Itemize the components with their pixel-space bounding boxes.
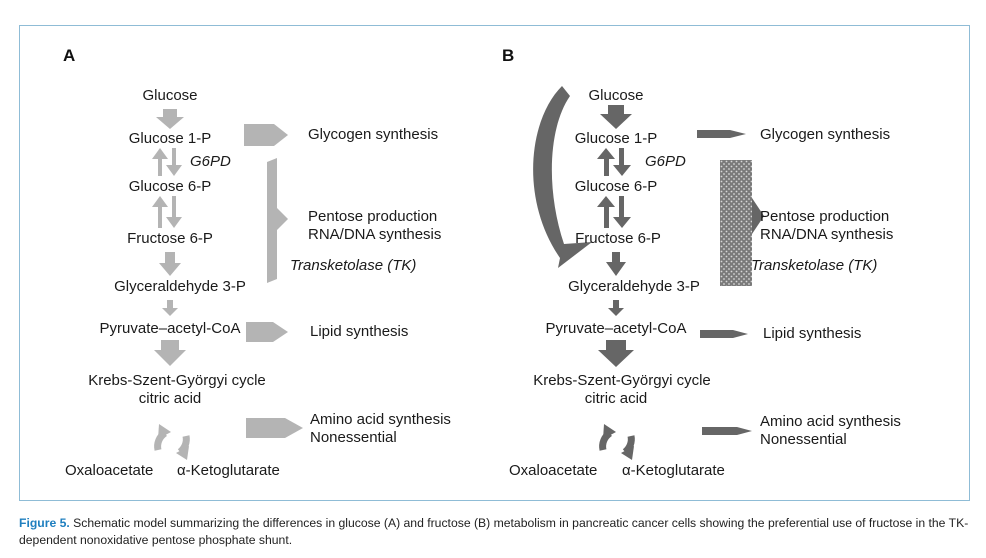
arrow-b-pyr-krebs (598, 340, 634, 367)
b-glucose-1p: Glucose 1-P (574, 130, 658, 147)
b-glucose: Glucose (588, 87, 644, 104)
a-glucose-1p: Glucose 1-P (128, 130, 212, 147)
arrow-b-glycogen (697, 130, 746, 138)
arrow-b-g6p-f6p-up (597, 196, 615, 228)
b-glycogen: Glycogen synthesis (760, 126, 891, 143)
arrow-a-f6p-ga3p (159, 252, 181, 276)
a-amino: Amino acid synthesis (310, 411, 451, 428)
a-glucose: Glucose (142, 87, 198, 104)
a-g6pd: G6PD (190, 153, 231, 170)
figure-label: Figure 5. (19, 516, 70, 530)
a-krebs: Krebs-Szent-Györgyi cycle (88, 372, 266, 389)
a-pyruvate: Pyruvate–acetyl-CoA (99, 320, 241, 337)
a-lipid: Lipid synthesis (310, 323, 409, 340)
a-fructose-6p: Fructose 6-P (127, 230, 213, 247)
arrow-a-amino (246, 418, 303, 438)
arrow-b-f6p-ga3p (606, 252, 626, 276)
a-citric-acid: citric acid (138, 390, 202, 407)
arrow-a-glycogen (244, 124, 288, 146)
b-amino: Amino acid synthesis (760, 413, 901, 430)
b-citric-acid: citric acid (584, 390, 648, 407)
arrow-b-amino (702, 427, 752, 435)
arrow-b-ga3p-pyr (608, 300, 624, 316)
a-oxaloacetate: Oxaloacetate (65, 462, 154, 479)
a-glucose-6p: Glucose 6-P (128, 178, 212, 195)
arrow-a-g1p-g6p-up (152, 148, 168, 176)
panel-a-label: A (63, 46, 76, 65)
b-ketoglutarate: α-Ketoglutarate (622, 462, 725, 479)
a-glyceraldehyde-3p: Glyceraldehyde 3-P (114, 278, 246, 295)
a-nonessential: Nonessential (310, 429, 397, 446)
caption-text: Schematic model summarizing the differen… (19, 516, 969, 547)
a-glycogen: Glycogen synthesis (308, 126, 439, 143)
a-ketoglutarate: α-Ketoglutarate (177, 462, 280, 479)
arrow-a-g6p-f6p-up (152, 196, 168, 228)
a-rna-dna: RNA/DNA synthesis (308, 226, 442, 243)
arrow-b-g6p-f6p-down (613, 196, 631, 228)
brace-a-pentose (267, 158, 277, 283)
arrow-a-glucose-g1p (156, 109, 184, 129)
b-tk: Transketolase (TK) (751, 257, 878, 274)
metabolism-diagram (152, 86, 764, 460)
arrow-b-g1p-g6p-down (613, 148, 631, 176)
tk-shunt-block (720, 160, 752, 286)
b-oxaloacetate: Oxaloacetate (509, 462, 598, 479)
a-tk: Transketolase (TK) (290, 257, 417, 274)
arrow-b-glucose-g1p (600, 105, 632, 129)
b-fructose-6p: Fructose 6-P (575, 230, 661, 247)
arrow-a-pyr-krebs (154, 340, 186, 366)
b-g6pd: G6PD (645, 153, 686, 170)
panel-b-label: B (502, 46, 515, 65)
arrow-a-lipid (246, 322, 288, 342)
b-rna-dna: RNA/DNA synthesis (760, 226, 894, 243)
arrow-a-g1p-g6p-down (166, 148, 182, 176)
arrow-a-g6p-f6p-down (166, 196, 182, 228)
arrow-b-lipid (700, 330, 748, 338)
b-pyruvate: Pyruvate–acetyl-CoA (545, 320, 687, 337)
b-pentose: Pentose production (760, 208, 890, 225)
a-pentose: Pentose production (308, 208, 438, 225)
b-glucose-6p: Glucose 6-P (574, 178, 658, 195)
arrow-b-fructose-bypass (533, 86, 592, 268)
figure-caption: Figure 5. Schematic model summarizing th… (19, 515, 970, 549)
b-krebs: Krebs-Szent-Györgyi cycle (533, 372, 711, 389)
b-nonessential: Nonessential (760, 431, 847, 448)
b-lipid: Lipid synthesis (763, 325, 862, 342)
arrow-b-g1p-g6p-up (597, 148, 615, 176)
arrow-a-ga3p-pyr (162, 300, 178, 316)
b-glyceraldehyde-3p: Glyceraldehyde 3-P (568, 278, 700, 295)
